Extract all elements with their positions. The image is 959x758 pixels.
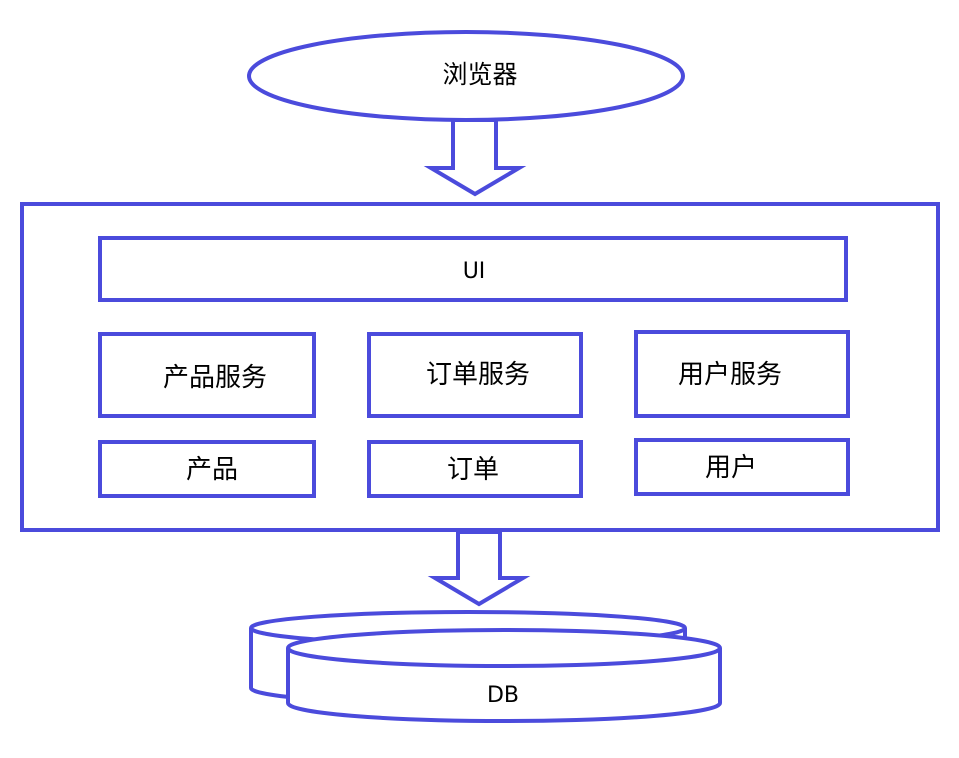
data-box-order [367, 440, 583, 498]
arrow-app-to-db [427, 530, 531, 607]
data-label-order: 订单 [447, 455, 499, 485]
database-cylinder-front [286, 628, 722, 723]
service-box-user [634, 330, 850, 418]
ui-label: UI [463, 259, 486, 284]
ui-box [98, 236, 848, 302]
browser-label: 浏览器 [442, 60, 517, 89]
service-box-product [98, 332, 316, 418]
data-box-user [634, 438, 850, 496]
arrow-browser-to-app [423, 118, 527, 197]
data-label-user: 用户 [705, 453, 757, 483]
service-box-order [367, 332, 583, 418]
database-label: DB [487, 683, 519, 708]
data-box-product [98, 440, 316, 498]
service-label-order: 订单服务 [426, 360, 530, 390]
service-label-user: 用户服务 [678, 360, 782, 390]
data-label-product: 产品 [186, 455, 238, 485]
service-label-product: 产品服务 [163, 363, 267, 393]
